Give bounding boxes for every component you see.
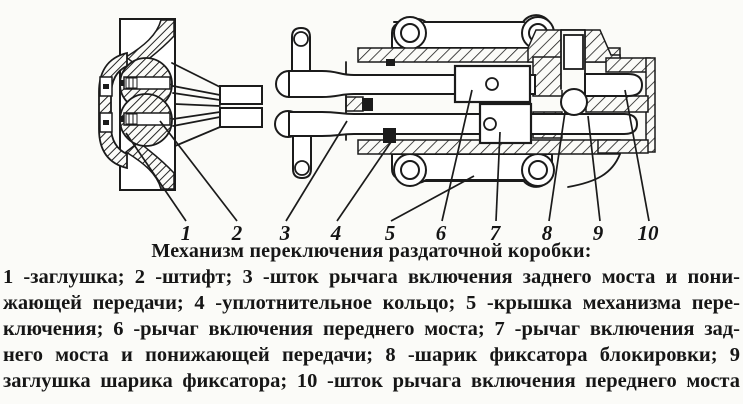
leader-2 (159, 120, 238, 222)
caption-line: 1 -заглушка; 2 -штифт; 3 -шток рычага вк… (3, 266, 740, 288)
callout-10: 10 (638, 221, 660, 240)
shift-fork-arms (171, 62, 221, 147)
dome-plug-detail (103, 120, 109, 125)
pin-lower (120, 112, 171, 126)
dome-plug-detail (103, 84, 109, 89)
caption-line: ключения; 6 -рычаг включения переднего м… (3, 318, 740, 340)
transfer-case-shift-mechanism-drawing: 1 2 3 4 5 6 7 8 9 10 (98, 14, 660, 245)
callout-6: 6 (436, 221, 447, 240)
link-hole (293, 31, 309, 47)
bolt-hole (400, 23, 420, 43)
callout-7: 7 (490, 221, 502, 240)
leader-6 (441, 89, 473, 222)
seal-ring (383, 128, 396, 143)
shift-rod-lower (288, 111, 639, 137)
leader-5 (390, 175, 475, 222)
seal-ring (362, 98, 373, 111)
detent-ball (560, 88, 588, 116)
shift-rod-front-axle (584, 73, 644, 97)
lever-hole (485, 77, 499, 91)
detent-ball-plug (563, 34, 584, 70)
seal-ring (386, 59, 395, 66)
leader-1 (125, 132, 187, 222)
callout-2: 2 (231, 221, 243, 240)
figure-caption: Механизм переключения раздаточной коробк… (0, 238, 743, 394)
caption-line: заглушка шарика фиксатора; 10 -шток рыча… (3, 370, 740, 392)
leader-7 (495, 131, 501, 222)
bolt-hole (528, 160, 548, 180)
leader-9 (587, 115, 601, 222)
caption-title: Механизм переключения раздаточной коробк… (151, 240, 592, 262)
callout-3: 3 (279, 221, 291, 240)
caption-line: жающей передачи; 4 -уплотнительное кольц… (3, 292, 740, 314)
leader-3 (285, 120, 348, 222)
fork-end-lower (219, 107, 263, 128)
leader-10 (624, 89, 650, 222)
callout-9: 9 (593, 221, 604, 240)
callout-1: 1 (181, 221, 192, 240)
caption-line: него моста и понижающей передачи; 8 -шар… (3, 344, 740, 366)
leader-4 (336, 141, 392, 222)
fork-end-upper (219, 85, 263, 105)
callout-5: 5 (385, 221, 396, 240)
callout-numbers: 1 2 3 4 5 6 7 8 9 10 (181, 221, 660, 245)
link-hole (294, 160, 310, 176)
figure-diagram: 1 2 3 4 5 6 7 8 9 10 (98, 14, 660, 245)
left-side-view (98, 18, 263, 191)
callout-8: 8 (542, 221, 553, 240)
lever-hole (483, 117, 497, 131)
pin-upper (120, 76, 171, 90)
section-view (274, 14, 656, 188)
callout-4: 4 (330, 221, 342, 240)
leader-lines (125, 89, 650, 222)
bolt-hole (400, 160, 420, 180)
leader-8 (548, 111, 566, 222)
